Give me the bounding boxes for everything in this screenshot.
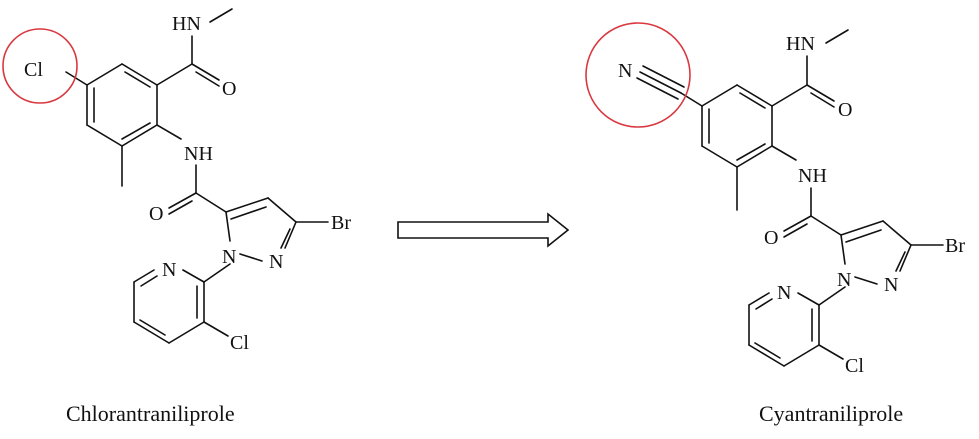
benzene-ring bbox=[86, 63, 158, 147]
pyrazole-ring bbox=[840, 220, 912, 285]
hollow-right-arrow-icon bbox=[397, 212, 570, 248]
amide-n-label: HN bbox=[786, 33, 815, 55]
n1-label: N bbox=[837, 269, 851, 291]
nh-label: NH bbox=[798, 165, 827, 187]
compound-name-right: Cyantraniliprole bbox=[759, 401, 903, 426]
nh-label: NH bbox=[184, 143, 213, 165]
amide-o-label: O bbox=[222, 78, 236, 100]
pyridine-n-label: N bbox=[162, 259, 176, 281]
carbonyl-o-label: O bbox=[149, 203, 163, 225]
pyrazole-ring bbox=[225, 197, 297, 262]
amide-o-label: O bbox=[838, 99, 852, 121]
highlight-circle bbox=[585, 22, 691, 128]
br-label: Br bbox=[945, 235, 965, 257]
n2-label: N bbox=[269, 251, 283, 273]
cyantraniliprole-structure: N HN O NH O Br N N bbox=[585, 22, 965, 377]
compound-name-left: Chlorantraniliprole bbox=[66, 401, 235, 426]
amide-n-label: HN bbox=[172, 13, 201, 35]
substituent-label: N bbox=[618, 60, 632, 82]
pyridine-n-label: N bbox=[777, 282, 791, 304]
benzene-ring bbox=[701, 84, 773, 168]
cl-bond bbox=[65, 71, 88, 86]
carbonyl-o-label: O bbox=[764, 227, 778, 249]
pyridine-ring bbox=[133, 269, 205, 344]
chlorantraniliprole-structure: Cl HN O NH O Br N N bbox=[2, 8, 351, 354]
cl-label: Cl bbox=[845, 355, 864, 377]
br-label: Br bbox=[331, 212, 351, 234]
nitrile-bond bbox=[680, 92, 703, 107]
highlight-circle bbox=[2, 28, 78, 104]
n1-label: N bbox=[222, 246, 236, 268]
pyridine-ring bbox=[748, 292, 820, 367]
cl-label: Cl bbox=[230, 332, 249, 354]
substituent-label: Cl bbox=[24, 59, 43, 81]
n2-label: N bbox=[884, 274, 898, 296]
